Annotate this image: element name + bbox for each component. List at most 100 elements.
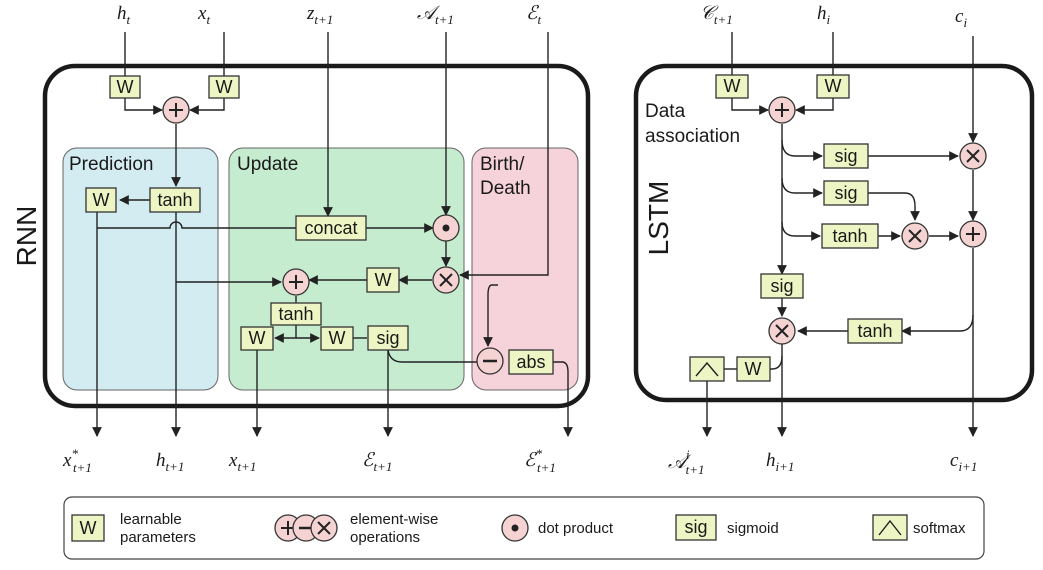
legend-softmax: softmax bbox=[872, 514, 966, 541]
lstm-outer-box bbox=[633, 63, 1035, 403]
update-region-label: Update bbox=[237, 154, 298, 175]
multiply-operation bbox=[432, 266, 460, 294]
wire bbox=[868, 192, 920, 221]
svg-text:ci: ci bbox=[955, 6, 967, 30]
svg-text:sig: sig bbox=[834, 146, 857, 166]
svg-text:W: W bbox=[249, 328, 266, 348]
rnn-label: RNN bbox=[11, 206, 42, 267]
svg-text:operations: operations bbox=[350, 529, 420, 546]
legend: W learnable parameters element-wise oper… bbox=[63, 496, 985, 560]
update-region bbox=[228, 147, 465, 391]
weight-block: W bbox=[85, 187, 117, 213]
multiply-operation bbox=[959, 142, 987, 170]
sigmoid-block: sig bbox=[823, 143, 869, 169]
svg-text:ℰ*t+1: ℰ*t+1 bbox=[524, 446, 556, 475]
lstm-output-h: hi+1 bbox=[766, 450, 794, 474]
wire bbox=[770, 355, 783, 370]
svg-text:tanh: tanh bbox=[278, 304, 313, 324]
svg-text:W: W bbox=[216, 77, 233, 97]
subtract-operation bbox=[476, 347, 504, 375]
multiply-operation bbox=[768, 317, 796, 345]
svg-text:tanh: tanh bbox=[857, 321, 892, 341]
concat-block: concat bbox=[295, 215, 367, 241]
data-association-label-line2: association bbox=[645, 126, 740, 147]
rnn-input-z: zt+1 bbox=[306, 3, 333, 27]
svg-text:ht: ht bbox=[117, 3, 131, 27]
svg-text:W: W bbox=[724, 76, 741, 96]
lstm-input-C: 𝒞t+1 bbox=[700, 3, 733, 27]
lstm-input-h: hi bbox=[817, 3, 831, 27]
wire bbox=[124, 98, 163, 115]
sigmoid-block: sig bbox=[823, 180, 869, 206]
sigmoid-block: sig bbox=[760, 273, 804, 299]
tanh-block: tanh bbox=[847, 318, 903, 344]
svg-text:sig: sig bbox=[770, 276, 793, 296]
rnn-input-A: 𝒜t+1 bbox=[417, 3, 454, 27]
tanh-block: tanh bbox=[149, 187, 201, 213]
weight-block: W bbox=[366, 267, 400, 293]
svg-text:x*t+1: x*t+1 bbox=[62, 446, 92, 475]
birth-death-label-line1: Birth/ bbox=[480, 154, 525, 175]
svg-text:parameters: parameters bbox=[120, 529, 196, 546]
lstm-input-c: ci bbox=[955, 6, 967, 30]
rnn-outer-box bbox=[42, 63, 591, 409]
rnn-output-E-star: ℰ*t+1 bbox=[524, 446, 556, 475]
svg-text:learnable: learnable bbox=[120, 511, 182, 528]
weight-block: W bbox=[240, 326, 274, 351]
svg-text:ci+1: ci+1 bbox=[950, 450, 977, 474]
weight-block: W bbox=[736, 356, 771, 382]
softmax-block bbox=[689, 356, 725, 382]
legend-learnable: W learnable parameters bbox=[71, 511, 196, 546]
wire bbox=[781, 139, 823, 161]
svg-text:abs: abs bbox=[516, 352, 545, 372]
wire bbox=[901, 314, 974, 336]
add-operation bbox=[162, 96, 190, 124]
svg-text:W: W bbox=[825, 76, 842, 96]
rnn-output-x-star: x*t+1 bbox=[62, 446, 92, 475]
svg-text:sig: sig bbox=[684, 517, 707, 537]
svg-text:softmax: softmax bbox=[913, 520, 966, 537]
svg-text:W: W bbox=[745, 359, 762, 379]
svg-text:W: W bbox=[117, 77, 134, 97]
rnn-input-E: ℰt bbox=[526, 3, 542, 27]
weight-block: W bbox=[208, 75, 240, 99]
birth-death-label-line2: Death bbox=[480, 178, 531, 199]
rnn-input-x-t: xt bbox=[197, 3, 210, 27]
svg-text:ℰt: ℰt bbox=[526, 3, 542, 27]
dot-product-operation bbox=[432, 214, 460, 242]
svg-text:W: W bbox=[93, 190, 110, 210]
lstm-module: LSTM Data association 𝒞t+1 hi ci bbox=[633, 3, 1035, 477]
add-operation bbox=[959, 220, 987, 248]
abs-block: abs bbox=[508, 349, 554, 375]
svg-text:xt: xt bbox=[197, 3, 210, 27]
add-operation bbox=[768, 96, 796, 124]
wire bbox=[483, 284, 498, 347]
svg-text:xt+1: xt+1 bbox=[228, 450, 256, 474]
lstm-output-c: ci+1 bbox=[950, 450, 977, 474]
wire bbox=[387, 349, 477, 363]
prediction-region-label: Prediction bbox=[69, 154, 154, 175]
birth-death-region bbox=[471, 147, 579, 391]
wire bbox=[189, 98, 225, 115]
rnn-module: RNN Prediction Update Birth/ Death ht xt… bbox=[11, 3, 591, 475]
wire bbox=[731, 98, 769, 115]
wire bbox=[781, 221, 821, 241]
multiply-operation bbox=[901, 222, 929, 250]
svg-text:sig: sig bbox=[376, 328, 399, 348]
rnn-output-x: xt+1 bbox=[228, 450, 256, 474]
lstm-label: LSTM bbox=[643, 181, 674, 256]
svg-text:zt+1: zt+1 bbox=[306, 3, 333, 27]
svg-text:tanh: tanh bbox=[157, 190, 192, 210]
rnn-output-E: ℰt+1 bbox=[362, 450, 392, 474]
wire bbox=[795, 98, 834, 115]
svg-text:W: W bbox=[375, 270, 392, 290]
wire bbox=[459, 32, 549, 280]
weight-block: W bbox=[320, 326, 354, 351]
svg-text:concat: concat bbox=[304, 218, 357, 238]
svg-text:sig: sig bbox=[834, 183, 857, 203]
svg-text:𝒜t+1: 𝒜t+1 bbox=[417, 3, 454, 27]
svg-text:element-wise: element-wise bbox=[350, 511, 438, 528]
data-association-label-line1: Data bbox=[645, 101, 686, 122]
svg-text:W: W bbox=[80, 518, 97, 538]
